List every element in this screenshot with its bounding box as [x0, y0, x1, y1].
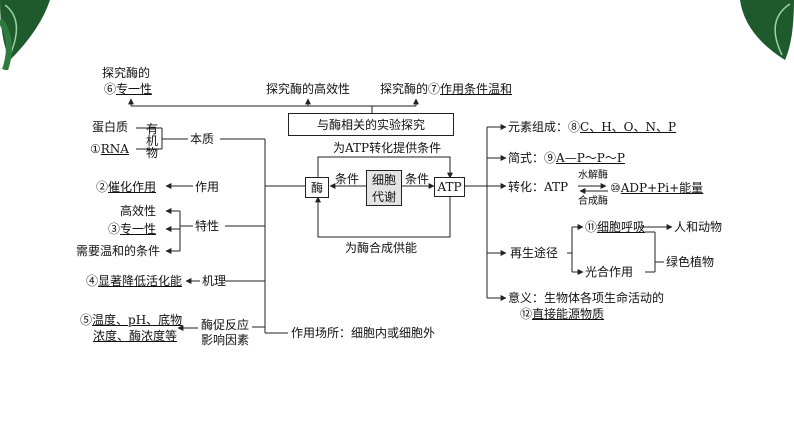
- enzyme-node: 酶: [305, 177, 329, 198]
- green-plants: 绿色植物: [666, 255, 715, 269]
- property-specificity: ③专一性: [108, 222, 157, 236]
- atp-node: ATP: [434, 177, 465, 197]
- photosynthesis: 光合作用: [585, 265, 634, 279]
- factor-label-1: 酶促反应: [201, 318, 250, 332]
- answer-number-7: ⑦: [428, 82, 441, 96]
- mechanism-answer: ④显著降低活化能: [86, 274, 183, 288]
- factor-answer-1: ⑤温度、pH、底物: [80, 313, 183, 327]
- answer-number-1: ①: [90, 142, 101, 156]
- answer-number-9: ⑨: [544, 151, 557, 165]
- answer-number-2: ②: [96, 180, 109, 194]
- organic-3: 物: [146, 146, 159, 160]
- atp-formula: 简式：⑨A—P～P～P: [508, 151, 625, 165]
- leaf-decoration-right: [740, 0, 794, 60]
- hydrolase-label: 水解酶: [578, 170, 608, 181]
- action-site: 作用场所：细胞内或细胞外: [291, 326, 436, 340]
- respiration: ⑪细胞呼吸: [585, 220, 646, 234]
- atp-composition: 元素组成：⑧C、H、O、N、P: [508, 120, 677, 134]
- essence-label: 本质: [190, 132, 215, 146]
- exp-specificity-line2: ⑥专一性: [104, 82, 152, 96]
- label-atp-conversion-condition: 为ATP转化提供条件: [333, 141, 442, 155]
- protein: 蛋白质: [92, 120, 129, 134]
- condition-label-right: 条件: [405, 172, 430, 186]
- answer-number-4: ④: [86, 274, 99, 288]
- exp-conditions: 探究酶的⑦作用条件温和: [380, 82, 513, 96]
- organic-1: 有: [146, 122, 159, 136]
- humans-animals: 人和动物: [674, 220, 723, 234]
- answer-number-5: ⑤: [80, 313, 93, 327]
- answer-conditions: 作用条件温和: [440, 82, 513, 96]
- answer-number-10: ⑩: [610, 181, 621, 195]
- property-mild: 需要温和的条件: [76, 244, 161, 258]
- property-label: 特性: [195, 219, 220, 233]
- answer-number-6: ⑥: [104, 82, 117, 96]
- property-efficiency: 高效性: [120, 204, 157, 218]
- label-enzyme-synthesis-energy: 为酶合成供能: [345, 241, 418, 255]
- answer-specificity: 专一性: [116, 82, 153, 96]
- factor-label-2: 影响因素: [201, 333, 250, 347]
- regen-label: 再生途径: [510, 246, 559, 260]
- organic-2: 机: [146, 134, 159, 148]
- condition-label-left: 条件: [335, 172, 360, 186]
- factor-answer-2: 浓度、酶浓度等: [93, 329, 178, 343]
- mechanism-label: 机理: [202, 274, 227, 288]
- function-answer: ②催化作用: [96, 180, 157, 194]
- leaf-decoration-left: [0, 0, 50, 70]
- synthase-label: 合成酶: [578, 196, 608, 207]
- atp-conversion-label: 转化：ATP: [508, 180, 569, 194]
- atp-meaning-line1: 意义：生物体各项生命活动的: [508, 291, 665, 305]
- function-label: 作用: [195, 180, 220, 194]
- rna-answer: ①RNA: [90, 142, 129, 156]
- atp-conversion-answer: ⑩ADP+Pi+能量: [610, 181, 704, 195]
- exp-specificity-line1: 探究酶的: [102, 66, 151, 80]
- answer-number-3: ③: [108, 222, 121, 236]
- exp-efficiency: 探究酶的高效性: [266, 82, 351, 96]
- experiment-box: 与酶相关的实验探究: [288, 113, 454, 136]
- answer-number-8: ⑧: [568, 120, 581, 134]
- metabolism-node: 细胞 代谢: [366, 170, 402, 206]
- answer-number-12: ⑫: [520, 307, 533, 321]
- answer-number-11: ⑪: [585, 220, 598, 234]
- atp-meaning-line2: ⑫直接能源物质: [520, 307, 605, 321]
